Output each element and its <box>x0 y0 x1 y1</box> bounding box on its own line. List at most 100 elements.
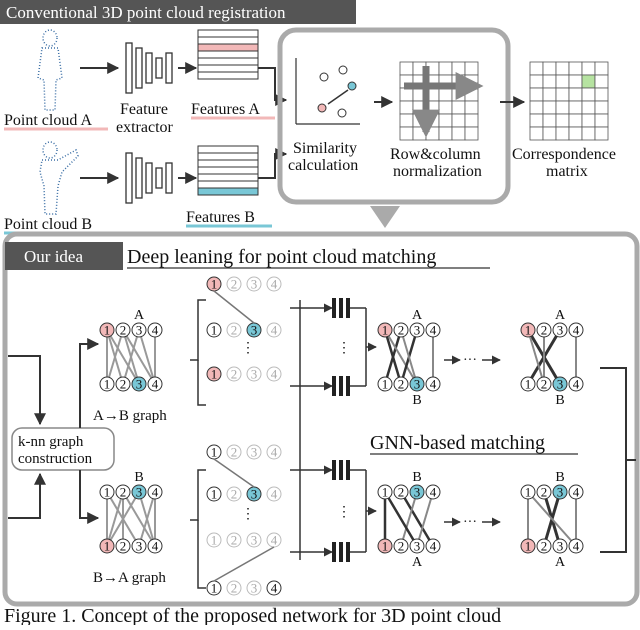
graph-node <box>246 366 262 382</box>
mlp-layer <box>346 298 350 318</box>
grid-cell <box>581 113 596 128</box>
graph-node-label: 2 <box>231 367 238 382</box>
graph-edge <box>527 491 577 547</box>
extractor-layer <box>155 57 163 79</box>
graph-edge <box>122 329 156 385</box>
feature-row <box>197 173 259 182</box>
grid-cell <box>529 87 544 102</box>
arrow-into-knn-top <box>8 355 46 426</box>
graph-node-label: 4 <box>271 367 278 382</box>
grid-cell <box>594 126 609 141</box>
graph-edge <box>106 491 124 547</box>
graph-node-label: 1 <box>525 323 532 338</box>
graph-edge <box>383 491 419 547</box>
feature-row <box>197 57 259 66</box>
mlp-layer <box>339 298 343 318</box>
graph-node <box>147 322 163 338</box>
gnn-label: GNN-based matching <box>370 432 545 454</box>
graph-node <box>147 484 163 500</box>
graph-node <box>425 376 441 392</box>
graph-node-label: 1 <box>104 323 111 338</box>
feature-row <box>197 145 259 154</box>
graph-node-label: 1 <box>525 539 532 554</box>
graph-node-label: 2 <box>541 323 548 338</box>
bracket-bottom-lower <box>197 520 206 589</box>
graph-edge <box>106 329 124 385</box>
grid-cell <box>464 87 479 102</box>
graph-node <box>536 484 552 500</box>
graph-node <box>246 444 262 460</box>
graph-node-label: 4 <box>430 485 437 500</box>
graph-node-label: 3 <box>414 323 421 338</box>
graph-node <box>393 322 409 338</box>
grid-cell <box>451 126 466 141</box>
feature-extractor-label-2: extractor <box>116 119 174 136</box>
graph-node-label: 3 <box>414 377 421 392</box>
graph-node <box>99 538 115 554</box>
similarity-label-1: Similarity <box>293 140 357 157</box>
graph-node-label: 1 <box>525 485 532 500</box>
graph-node <box>536 322 552 338</box>
graph-node <box>115 538 131 554</box>
arrow-knn-to-ab-graph <box>79 338 100 428</box>
rowcol-label-2: normalization <box>393 163 482 180</box>
graph-node-label: 1 <box>211 367 218 382</box>
graph-node-label: 2 <box>231 323 238 338</box>
feature-row <box>197 71 259 80</box>
mlp-layer <box>332 376 336 396</box>
features-b-table <box>197 145 259 196</box>
graph-node-label: 4 <box>152 323 159 338</box>
graph-node <box>266 276 282 292</box>
grid-cell <box>568 74 583 89</box>
arrow-knn-to-ba-graph <box>79 470 100 524</box>
grid-cell <box>568 113 583 128</box>
grid-cell <box>399 126 414 141</box>
grid-cell <box>542 100 557 115</box>
grid-cell <box>399 113 414 128</box>
feature-row <box>197 180 259 189</box>
graph-node-label: 3 <box>251 581 258 596</box>
b-to-a-graph-label: B→A graph <box>93 570 166 586</box>
graph-node <box>131 484 147 500</box>
graph-node-label: 4 <box>430 323 437 338</box>
graph-node-label: 3 <box>136 485 143 500</box>
graph-node-label: 3 <box>136 539 143 554</box>
graph-node-label: 2 <box>231 487 238 502</box>
similarity-plot <box>295 58 360 125</box>
graph-edge <box>527 329 545 385</box>
vdots: ⋮ <box>241 341 255 356</box>
features-b-label: Features B <box>186 209 255 226</box>
graph-node-label: 1 <box>211 533 218 548</box>
graph-node-label: 4 <box>573 539 580 554</box>
graph-node <box>568 484 584 500</box>
graph-node-label: 2 <box>231 533 238 548</box>
bracket-bottom-upper <box>190 469 206 521</box>
our-idea-tag-bg <box>5 242 123 270</box>
grid-cell <box>438 61 453 76</box>
graph-node-label: 1 <box>382 485 389 500</box>
graph-node-label: 3 <box>251 323 258 338</box>
graph-node-label: 2 <box>231 445 238 460</box>
graph-node-label: 4 <box>271 277 278 292</box>
output-bracket <box>600 367 627 553</box>
grid-cell <box>464 113 479 128</box>
edge-link <box>213 546 275 582</box>
graph-node <box>99 322 115 338</box>
grid-cell <box>568 87 583 102</box>
graph-node <box>115 322 131 338</box>
point-cloud-b-label: Point cloud B <box>4 216 92 233</box>
grid-cell <box>594 113 609 128</box>
extractor-layer <box>155 167 163 189</box>
rowcol-label-1: Row&column <box>390 146 481 163</box>
graph-node <box>99 376 115 392</box>
grid-cell <box>568 126 583 141</box>
graph-side-label: A <box>134 308 145 323</box>
graph-node-label: 2 <box>541 485 548 500</box>
graph-node-label: 3 <box>251 445 258 460</box>
graph-node-label: 3 <box>557 485 564 500</box>
bottom-title: Deep leaning for point cloud matching <box>127 246 436 268</box>
graph-node-label: 2 <box>398 323 405 338</box>
graph-node-label: 1 <box>211 277 218 292</box>
